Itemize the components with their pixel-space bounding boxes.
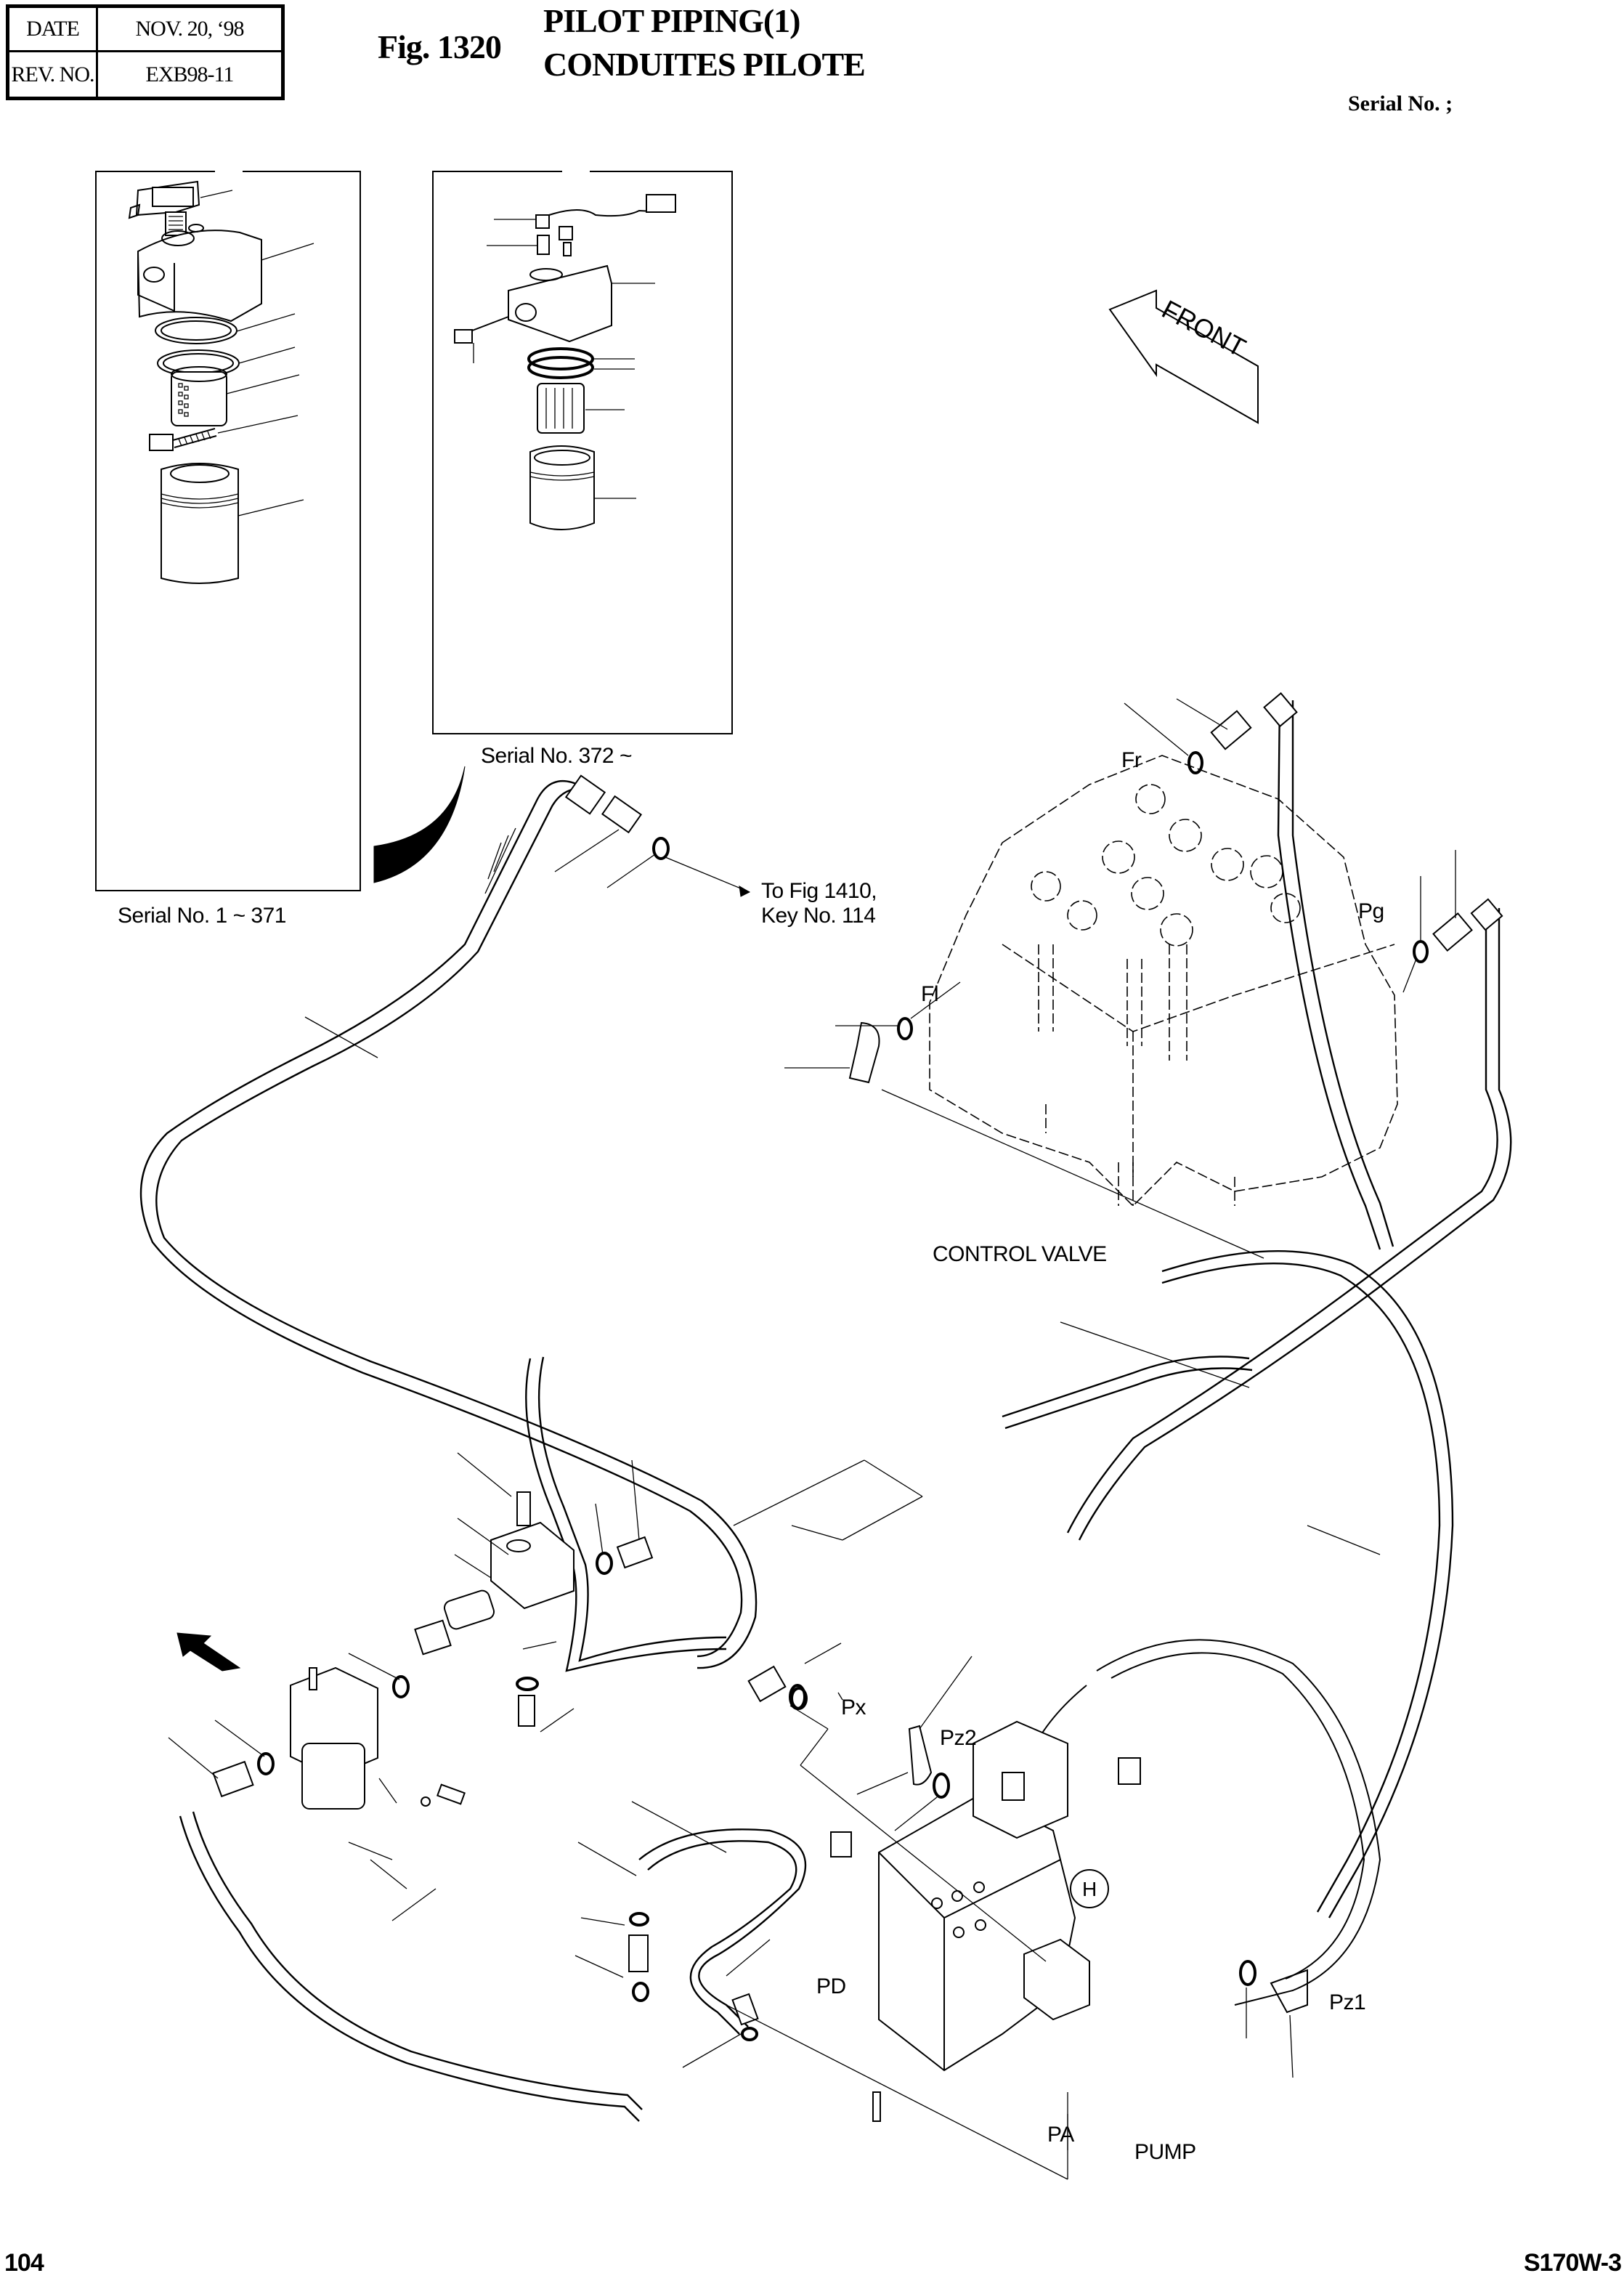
revision-table: DATE NOV. 20, ‘98 REV. NO. EXB98-11	[6, 4, 285, 100]
port-label-pz2: Pz2	[940, 1726, 977, 1750]
title-english: PILOT PIPING(1)	[543, 2, 800, 39]
inset-frame-old-filter	[95, 171, 361, 891]
serial-number-header: Serial No. ;	[1348, 92, 1453, 116]
reference-note-line2: Key No. 114	[761, 904, 876, 928]
model-number: S170W-3	[1523, 2249, 1622, 2277]
rev-value: EXB98-11	[145, 62, 235, 86]
pump-drawing: H	[872, 1639, 1381, 2122]
inset-caption-new: Serial No. 372 ~	[481, 744, 632, 768]
reference-note-line1: To Fig 1410,	[761, 879, 877, 903]
port-label-pd: PD	[816, 1974, 846, 1998]
date-value: NOV. 20, ‘98	[98, 8, 281, 52]
title-french: CONDUITES PILOTE	[543, 46, 866, 83]
component-label-control-valve: CONTROL VALVE	[933, 1242, 1107, 1266]
rev-label: REV. NO.	[9, 52, 98, 97]
direction-arrow-icon	[176, 1632, 241, 1672]
control-valve-drawing	[929, 755, 1398, 1207]
new-filter-exploded	[454, 194, 676, 530]
old-filter-exploded	[128, 180, 314, 584]
port-label-pz1: Pz1	[1329, 1990, 1366, 2014]
leader-lines	[168, 1016, 1381, 2180]
port-label-fl: Fl	[921, 982, 939, 1006]
pilot-hoses	[139, 698, 1512, 2122]
svg-text:H: H	[1082, 1878, 1097, 1900]
front-arrow-icon: FRONT	[1108, 289, 1259, 424]
fittings	[212, 692, 1503, 2041]
inset-caption-old: Serial No. 1 ~ 371	[118, 904, 286, 928]
swap-arrow-icon	[373, 766, 466, 883]
figure-number: Fig. 1320	[378, 28, 502, 65]
port-label-fr: Fr	[1121, 748, 1142, 772]
port-label-pa: PA	[1047, 2123, 1074, 2147]
inset-frame-new-filter	[432, 171, 733, 734]
page-number: 104	[4, 2249, 44, 2277]
port-label-pg: Pg	[1358, 899, 1384, 923]
port-label-px: Px	[841, 1695, 866, 1719]
date-label: DATE	[9, 8, 98, 52]
component-label-pump: PUMP	[1134, 2140, 1196, 2164]
